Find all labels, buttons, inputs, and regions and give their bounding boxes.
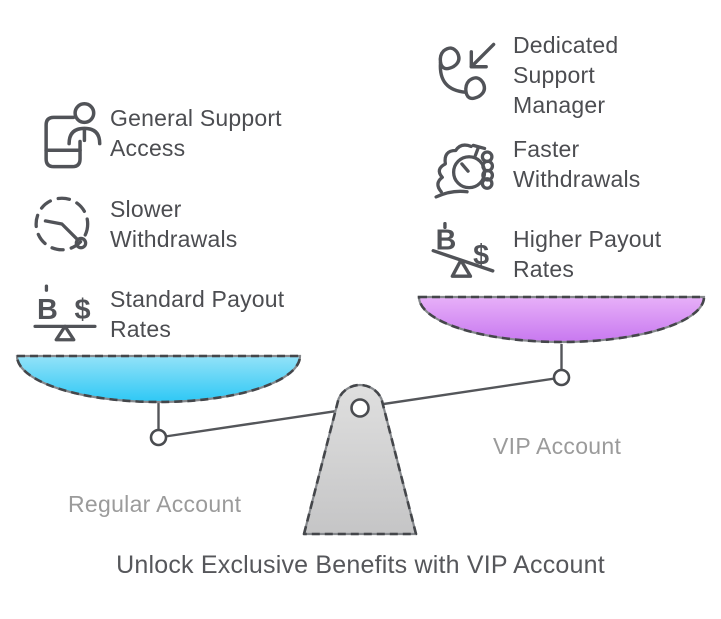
- fulcrum-hole: [350, 398, 370, 418]
- balance-level-icon: B $: [33, 284, 97, 342]
- benefit-standard-payout: Standard Payout Rates: [110, 286, 285, 342]
- incoming-call-icon: [438, 42, 496, 101]
- benefit-dedicated-support: Dedicated Support Manager: [513, 32, 619, 118]
- benefit-faster-withdrawals: Faster Withdrawals: [513, 136, 641, 192]
- tilted-balance-icon: B $: [431, 222, 495, 278]
- benefit-general-support: General Support Access: [110, 105, 282, 161]
- phone-user-icon: [44, 101, 102, 169]
- benefit-slower-withdrawals: Slower Withdrawals: [110, 196, 238, 252]
- svg-text:B: B: [436, 225, 457, 257]
- stopwatch-hand-icon: [434, 143, 495, 199]
- vip-account-label: VIP Account: [493, 433, 622, 459]
- fulcrum-pedestal: [302, 383, 418, 536]
- regular-account-pan: [15, 354, 302, 404]
- regular-account-label: Regular Account: [68, 491, 242, 517]
- left-pivot-ring: [149, 428, 168, 447]
- slow-clock-icon: [34, 196, 90, 252]
- benefit-higher-payout: Higher Payout Rates: [513, 226, 662, 282]
- svg-text:$: $: [75, 294, 91, 326]
- svg-text:$: $: [473, 240, 489, 272]
- vip-account-pan: [417, 295, 706, 344]
- svg-text:B: B: [37, 294, 58, 326]
- diagram-title: Unlock Exclusive Benefits with VIP Accou…: [116, 551, 605, 579]
- right-pivot-ring: [552, 368, 571, 387]
